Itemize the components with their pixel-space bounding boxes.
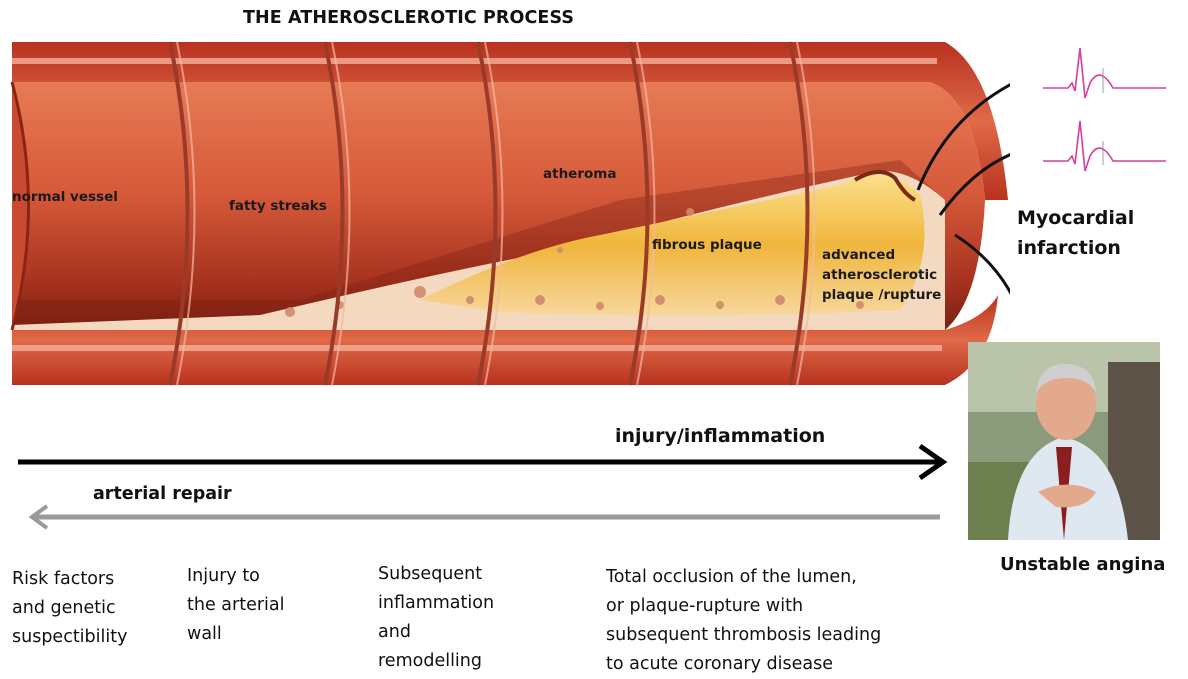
step-line: Injury to — [187, 562, 337, 591]
label-fibrous-plaque: fibrous plaque — [652, 235, 762, 255]
outcome-unstable-angina: Unstable angina — [1000, 550, 1165, 580]
label-advanced-line: plaque /rupture — [822, 285, 941, 305]
step-line: and — [378, 618, 548, 647]
label-advanced-plaque: advanced atherosclerotic plaque /rupture — [822, 245, 941, 305]
step-line: the arterial — [187, 591, 337, 620]
step-line: remodelling — [378, 647, 548, 676]
outcome-mi-line: Myocardial — [1017, 203, 1134, 233]
label-advanced-line: advanced — [822, 245, 941, 265]
step-occlusion: Total occlusion of the lumen, or plaque-… — [606, 563, 951, 679]
outcome-myocardial-infarction: Myocardial infarction — [1017, 203, 1134, 263]
label-normal-vessel: normal vessel — [12, 187, 118, 207]
label-advanced-line: atherosclerotic — [822, 265, 941, 285]
patient-photo — [968, 342, 1160, 540]
step-line: Subsequent — [378, 560, 548, 589]
ecg-traces-icon — [1038, 43, 1168, 183]
step-line: suspectibility — [12, 623, 177, 652]
step-line: and genetic — [12, 594, 177, 623]
step-line: to acute coronary disease — [606, 650, 951, 679]
label-fatty-streaks: fatty streaks — [229, 196, 327, 216]
outcome-mi-line: infarction — [1017, 233, 1134, 263]
label-atheroma: atheroma — [543, 164, 616, 184]
step-arterial-injury: Injury to the arterial wall — [187, 562, 337, 649]
vessel-top-stripe — [12, 58, 937, 64]
artery-illustration — [0, 0, 1010, 400]
injury-arrow — [15, 442, 950, 482]
step-line: wall — [187, 620, 337, 649]
step-line: Total occlusion of the lumen, — [606, 563, 951, 592]
step-line: or plaque-rupture with — [606, 592, 951, 621]
step-risk-factors: Risk factors and genetic suspectibility — [12, 565, 177, 652]
step-line: subsequent thrombosis leading — [606, 621, 951, 650]
step-line: inflammation — [378, 589, 548, 618]
step-inflammation: Subsequent inflammation and remodelling — [378, 560, 548, 676]
arterial-repair-label: arterial repair — [93, 484, 232, 504]
step-line: Risk factors — [12, 565, 177, 594]
repair-arrow — [25, 502, 945, 532]
